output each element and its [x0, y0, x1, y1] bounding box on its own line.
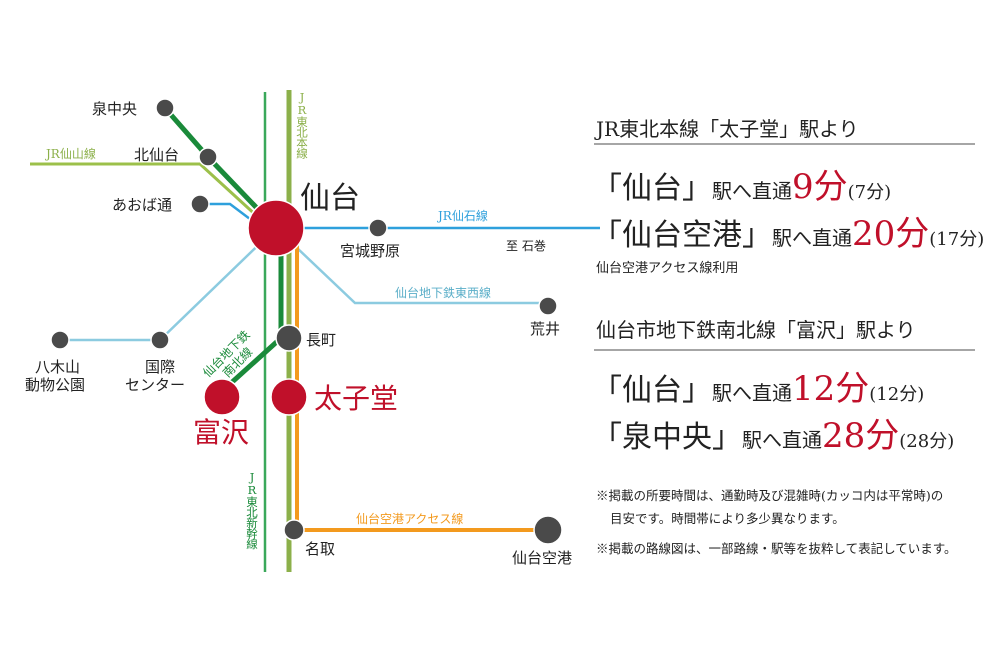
line-tozai-west — [60, 227, 277, 342]
station-dot-kokusai[interactable] — [150, 330, 170, 350]
section2-title: 仙台市地下鉄南北線「富沢」駅より — [596, 318, 916, 342]
route-row: 「泉中央」駅へ直通28分(28分) — [592, 416, 954, 456]
station-dot-kitasendai[interactable] — [198, 147, 218, 167]
route-row: 「仙台」駅へ直通12分(12分) — [592, 369, 924, 409]
station-dot-izumichuo[interactable] — [155, 98, 175, 118]
info-panel: JR東北本線「太子堂」駅より 「仙台」駅へ直通9分(7分) 「仙台空港」駅へ直通… — [592, 117, 984, 556]
section1-title: JR東北本線「太子堂」駅より — [594, 117, 859, 141]
station-dot-miyaginohara[interactable] — [368, 218, 388, 238]
footnote: ※掲載の路線図は、一部路線・駅等を抜粋して表記しています。 — [596, 541, 957, 556]
station-dot-sendai[interactable] — [247, 199, 305, 257]
footnote: 目安です。時間帯により多少異なります。 — [610, 511, 845, 526]
line-label-airport: 仙台空港アクセス線 — [356, 511, 463, 526]
station-label-kokusai-2: センター — [125, 376, 185, 394]
station-label-sendai-airport: 仙台空港 — [512, 549, 572, 567]
station-label-natori: 名取 — [305, 540, 335, 558]
station-dot-aobadori[interactable] — [190, 194, 210, 214]
station-label-sendai: 仙台 — [300, 181, 360, 216]
station-dot-arai[interactable] — [538, 296, 558, 316]
footnote: ※掲載の所要時間は、通勤時及び混雑時(カッコ内は平常時)の — [596, 488, 943, 503]
section1-note: 仙台空港アクセス線利用 — [596, 260, 738, 276]
line-label-senzan: JR仙山線 — [44, 146, 96, 161]
station-dot-nagamachi[interactable] — [275, 324, 303, 352]
station-label-arai: 荒井 — [530, 320, 560, 338]
station-label-taishido: 太子堂 — [314, 382, 398, 415]
line-senzan — [30, 162, 272, 230]
station-dot-taishido[interactable] — [270, 378, 308, 416]
station-label-kokusai-1: 国際 — [145, 358, 175, 376]
station-label-miyaginohara: 宮城野原 — [340, 242, 400, 260]
station-label-izumichuo: 泉中央 — [92, 100, 137, 118]
station-label-aobadori: あおば通 — [112, 196, 172, 214]
station-dot-tomizawa[interactable] — [203, 378, 241, 416]
station-label-kitasendai: 北仙台 — [134, 146, 179, 164]
station-label-nagamachi: 長町 — [306, 331, 336, 349]
station-dot-sendai-airport[interactable] — [533, 515, 563, 545]
line-tozai-east — [275, 227, 548, 305]
station-dot-natori[interactable] — [283, 519, 305, 541]
station-label-yagiyama-2: 動物公園 — [25, 376, 85, 394]
line-label-senseki: JR仙石線 — [436, 208, 488, 223]
station-dot-yagiyama[interactable] — [50, 330, 70, 350]
line-label-senseki-direction: 至 石巻 — [506, 239, 546, 253]
line-label-tozai: 仙台地下鉄東西線 — [395, 285, 491, 300]
station-label-yagiyama-1: 八木山 — [35, 358, 80, 376]
line-label-shinkansen: JR東北新幹線 — [245, 470, 259, 549]
route-row: 「仙台空港」駅へ直通20分(17分) — [592, 214, 984, 254]
station-label-tomizawa: 富沢 — [193, 416, 249, 449]
line-label-tohoku-main: JR東北本線 — [295, 90, 309, 159]
route-row: 「仙台」駅へ直通9分(7分) — [592, 167, 891, 207]
